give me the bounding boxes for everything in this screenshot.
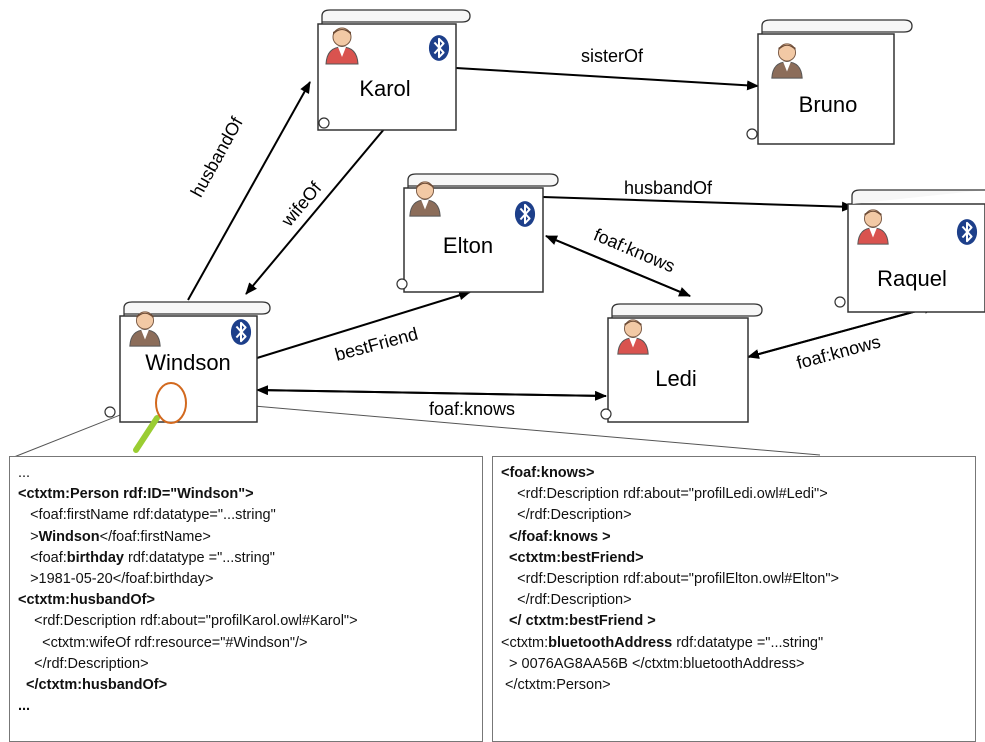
- code-line: ...: [18, 463, 482, 484]
- code-line: <ctxtm:bluetoothAddress rdf:datatype =".…: [501, 633, 975, 654]
- edge-label-sisterOf: sisterOf: [581, 46, 644, 66]
- code-segment: </ctxtm:husbandOf>: [18, 677, 168, 694]
- code-segment: </rdf:Description>: [501, 592, 632, 609]
- code-segment: >1981-05-20</foaf:birthday>: [18, 571, 214, 588]
- node-label: Raquel: [877, 266, 947, 291]
- code-segment: <foaf:: [18, 549, 67, 566]
- code-segment: <ctxtm:: [501, 634, 549, 651]
- code-segment: bluetoothAddress: [548, 634, 673, 651]
- edge-label-knows-3: foaf:knows: [794, 331, 882, 373]
- edge-knows-ledi-raquel: foaf:knows: [747, 304, 936, 373]
- code-line: <rdf:Description rdf:about="profilElton.…: [501, 569, 975, 590]
- code-segment: rdf:datatype ="...string": [123, 549, 275, 566]
- rdf-snippet-left-panel: ... <ctxtm:Person rdf:ID="Windson"> <foaf…: [9, 456, 483, 742]
- code-segment: birthday: [66, 549, 124, 566]
- code-line: <foaf:firstName rdf:datatype="...string": [18, 505, 482, 526]
- edge-label-knows-1: foaf:knows: [591, 224, 678, 276]
- code-line: </rdf:Description>: [501, 505, 975, 526]
- code-line: <ctxtm:bestFriend>: [501, 548, 975, 569]
- rdf-snippet-right-panel: <foaf:knows> <rdf:Description rdf:about=…: [492, 456, 976, 742]
- node-label: Windson: [145, 350, 231, 375]
- code-segment: <foaf:firstName rdf:datatype="...string": [18, 507, 276, 524]
- code-segment: <ctxtm:husbandOf>: [18, 592, 155, 609]
- code-line: >1981-05-20</foaf:birthday>: [18, 569, 482, 590]
- node-karol[interactable]: Karol: [317, 9, 471, 131]
- edge-label-wifeOf: wifeOf: [277, 177, 326, 230]
- code-line: <ctxtm:Person rdf:ID="Windson">: [18, 484, 482, 505]
- edge-label-husbandOf: husbandOf: [187, 113, 248, 201]
- code-line: <rdf:Description rdf:about="profilKarol.…: [18, 611, 482, 632]
- code-segment: <ctxtm:wifeOf rdf:resource="#Windson"/>: [18, 634, 308, 651]
- code-segment: >: [18, 528, 39, 545]
- code-line: <foaf:birthday rdf:datatype ="...string": [18, 548, 482, 569]
- code-segment: Windson: [38, 528, 100, 545]
- node-windson[interactable]: Windson: [104, 301, 271, 423]
- zoom-line-right: [183, 399, 821, 456]
- code-segment: <rdf:Description rdf:about="profilLedi.o…: [501, 486, 828, 503]
- node-elton[interactable]: Elton: [396, 173, 559, 293]
- code-segment: <rdf:Description rdf:about="profilKarol.…: [18, 613, 358, 630]
- code-segment: </rdf:Description>: [18, 655, 149, 672]
- code-segment: </foaf:firstName>: [99, 528, 211, 545]
- code-line: </foaf:knows >: [501, 527, 975, 548]
- code-segment: <foaf:knows>: [501, 465, 595, 481]
- code-line: >Windson</foaf:firstName>: [18, 527, 482, 548]
- node-label: Elton: [443, 233, 493, 258]
- bluetooth-icon: [230, 318, 252, 346]
- bluetooth-icon: [428, 34, 450, 62]
- code-segment: rdf:datatype ="...string": [672, 634, 824, 651]
- code-line: <foaf:knows>: [501, 463, 975, 484]
- node-bruno[interactable]: Bruno: [746, 19, 913, 145]
- edge-label-husbandOf-2: husbandOf: [624, 178, 713, 198]
- code-segment: ...: [18, 698, 31, 715]
- code-segment: ...: [18, 465, 31, 481]
- node-label: Karol: [359, 76, 410, 101]
- code-line: </rdf:Description>: [501, 590, 975, 611]
- code-line: </ctxtm:husbandOf>: [18, 675, 482, 696]
- edge-sisterOf-karol-bruno: sisterOf: [455, 46, 759, 91]
- edge-knows-elton-ledi: foaf:knows: [545, 224, 691, 297]
- node-raquel[interactable]: Raquel: [834, 189, 985, 313]
- edge-wifeOf-karol-windson: wifeOf: [245, 127, 386, 295]
- edge-bestFriend-windson-elton: bestFriend: [256, 290, 471, 365]
- code-line: ...: [18, 696, 482, 717]
- node-label: Ledi: [655, 366, 697, 391]
- code-segment: <rdf:Description rdf:about="profilElton.…: [501, 571, 839, 588]
- magnifier-icon: [133, 382, 187, 453]
- code-line: </rdf:Description>: [18, 654, 482, 675]
- code-segment: </ ctxtm:bestFriend >: [501, 613, 656, 630]
- edge-husbandOf-windson-karol: husbandOf: [187, 81, 311, 301]
- code-segment: </rdf:Description>: [501, 507, 632, 524]
- bluetooth-icon: [514, 200, 536, 228]
- code-line: <ctxtm:wifeOf rdf:resource="#Windson"/>: [18, 633, 482, 654]
- code-line: <rdf:Description rdf:about="profilLedi.o…: [501, 484, 975, 505]
- code-line: </ ctxtm:bestFriend >: [501, 611, 975, 632]
- code-line: > 0076AG8AA56B </ctxtm:bluetoothAddress>: [501, 654, 975, 675]
- node-label: Bruno: [799, 92, 858, 117]
- edge-label-knows-2: foaf:knows: [429, 399, 515, 419]
- code-segment: > 0076AG8AA56B </ctxtm:bluetoothAddress>: [501, 655, 805, 672]
- code-segment: </foaf:knows >: [501, 528, 611, 545]
- edge-husbandOf-elton-raquel: husbandOf: [542, 178, 854, 212]
- node-ledi[interactable]: Ledi: [600, 303, 763, 423]
- code-segment: <ctxtm:Person rdf:ID="Windson">: [18, 486, 254, 503]
- bluetooth-icon: [956, 218, 978, 246]
- code-line: </ctxtm:Person>: [501, 675, 975, 696]
- code-line: <ctxtm:husbandOf>: [18, 590, 482, 611]
- code-segment: </ctxtm:Person>: [501, 677, 611, 694]
- code-segment: <ctxtm:bestFriend>: [501, 549, 644, 566]
- edge-knows-windson-ledi: foaf:knows: [256, 385, 607, 419]
